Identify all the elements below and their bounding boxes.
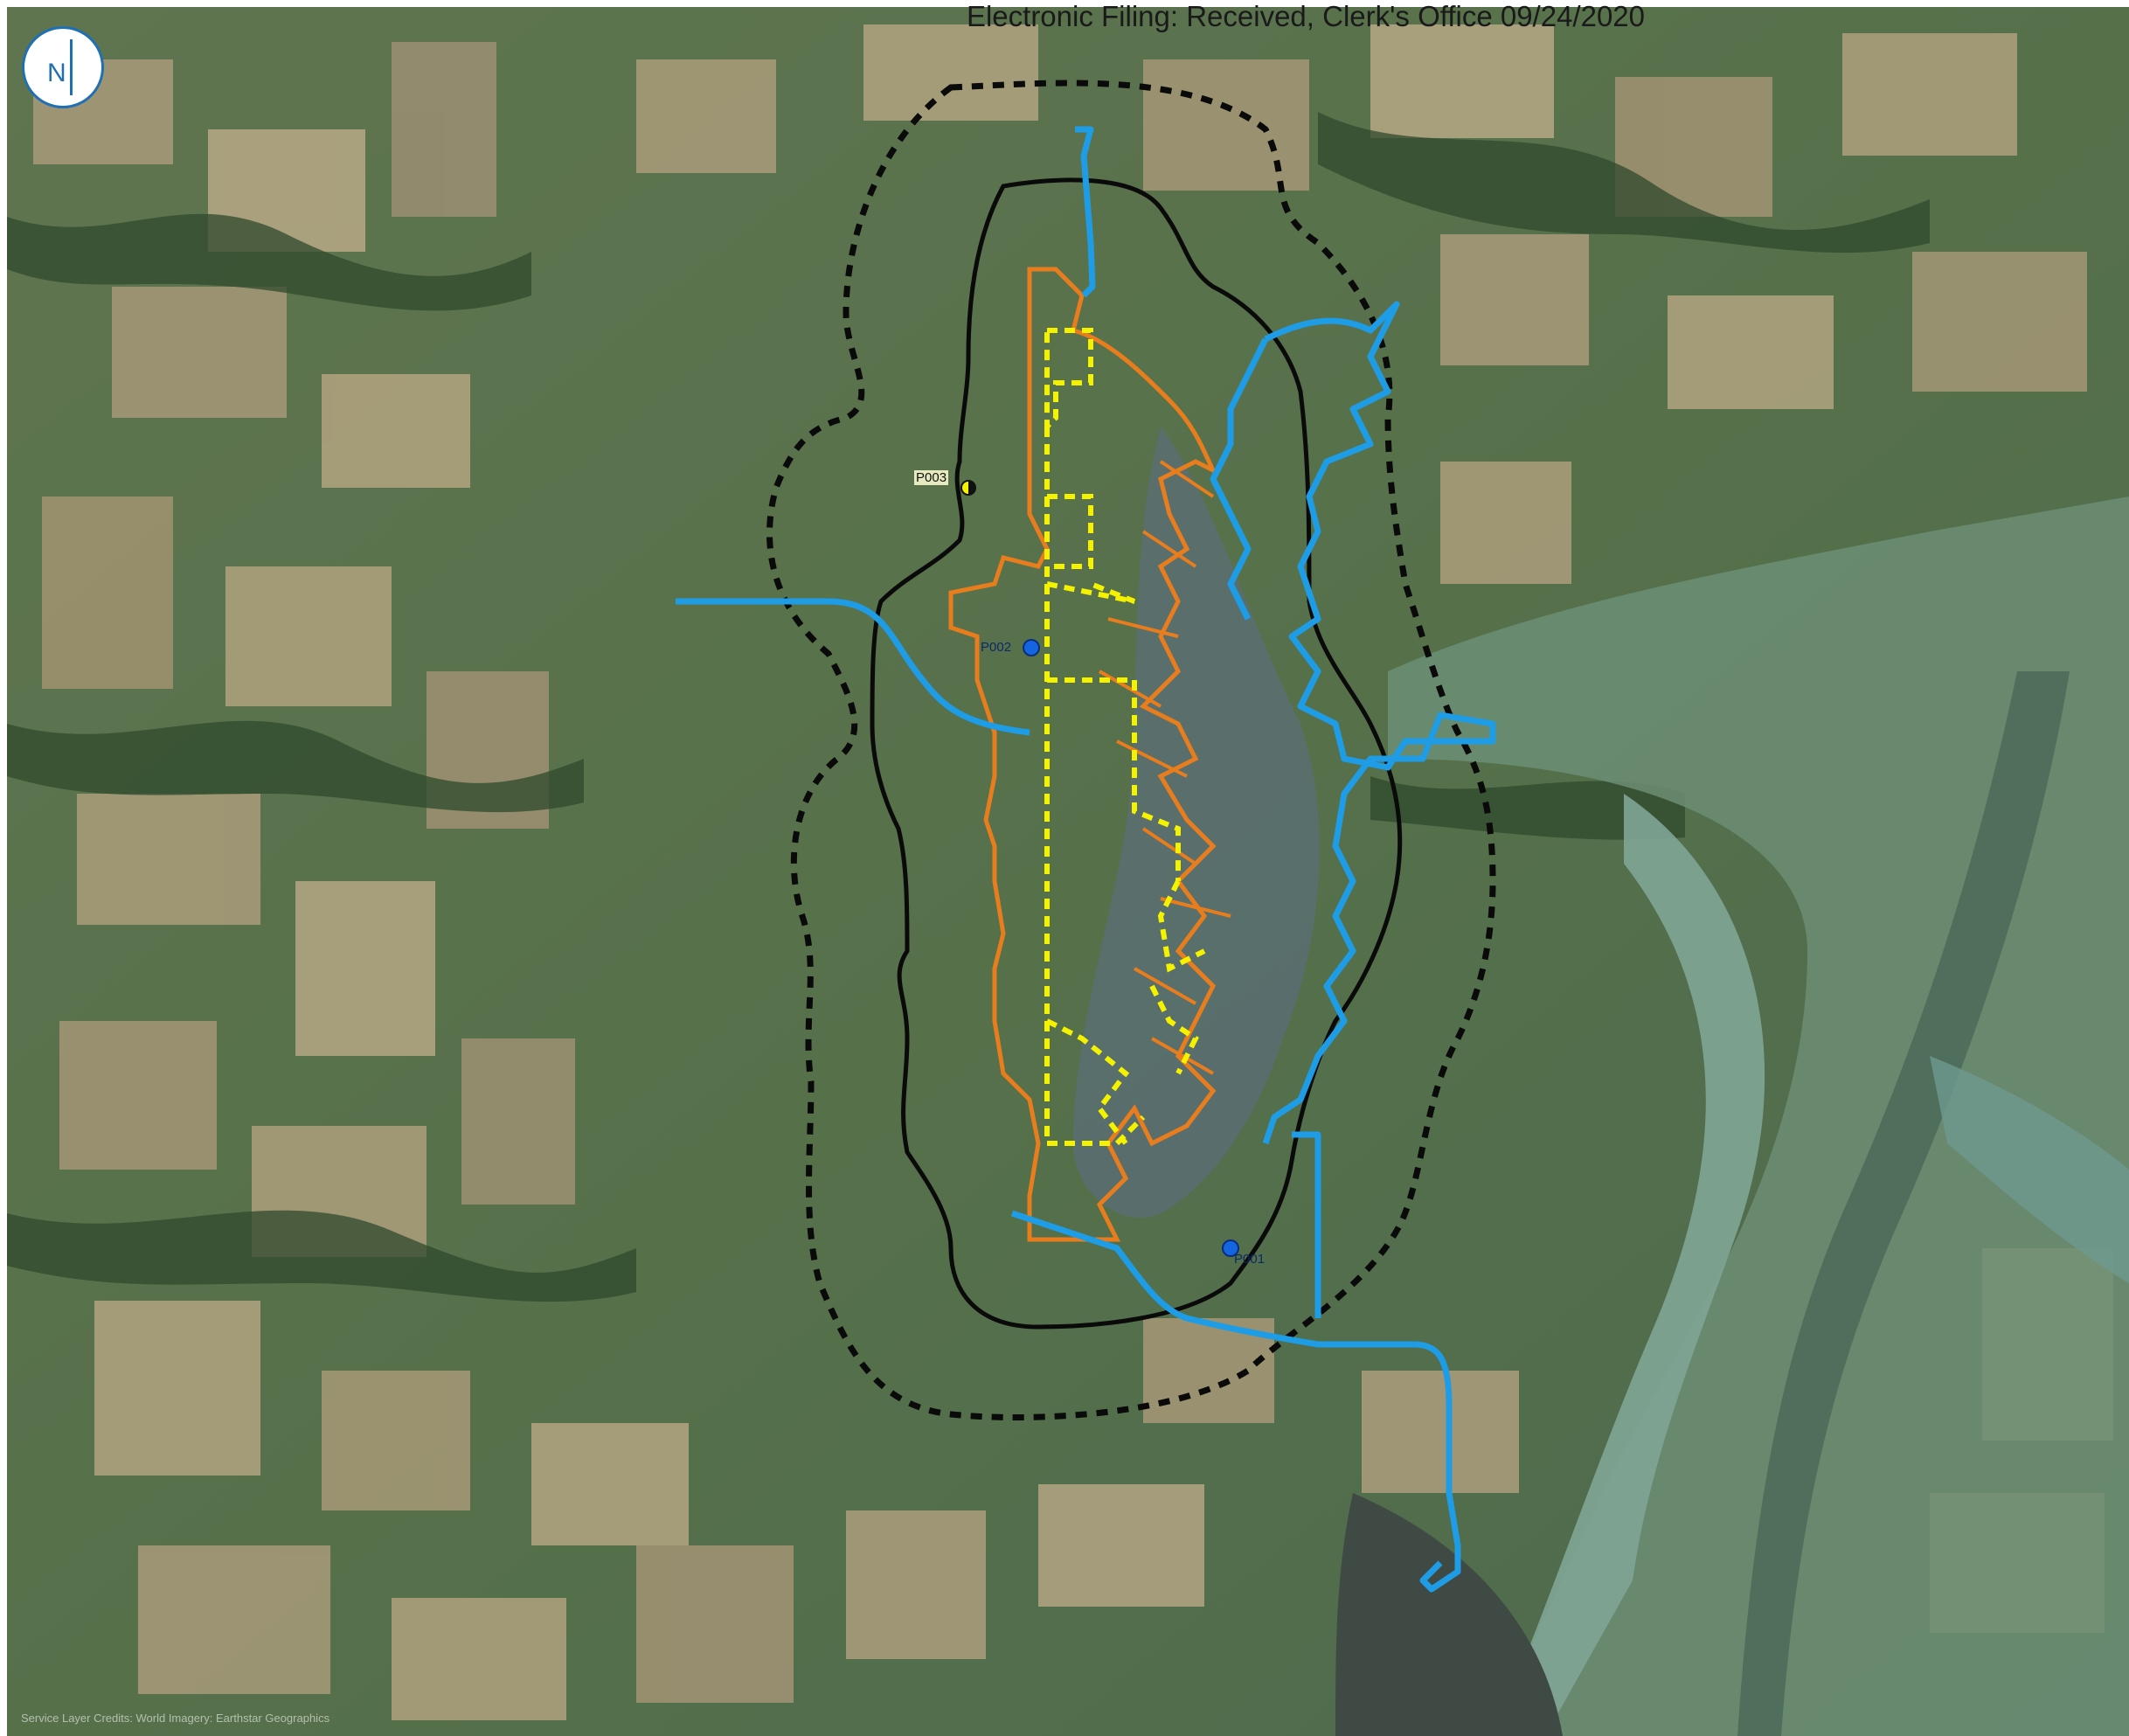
outfall-p003-label[interactable]: P003 [914,470,949,485]
outfall-p001-label[interactable]: P001 [1234,1252,1266,1267]
site-lines[interactable] [1044,328,1206,1146]
outfall-p003-marker[interactable] [960,480,976,496]
property-fingers [1099,460,1231,1075]
waterways[interactable] [676,126,1496,1593]
satellite-map[interactable] [7,7,2129,1736]
outfall-p001-marker[interactable] [1222,1240,1239,1257]
outfall-p002-label[interactable]: P002 [981,640,1012,655]
outfall-markers[interactable] [960,480,1239,1257]
wooded-areas [7,112,1930,1302]
study-area-dashed-boundary[interactable] [766,80,1496,1420]
north-needle [70,39,73,95]
lake-surface [1073,427,1320,1219]
north-letter: N [47,59,66,87]
north-arrow-icon: N [22,26,104,108]
outfall-p002-marker[interactable] [1023,639,1040,656]
map-frame [7,7,2129,1736]
facility-solid-boundary[interactable] [870,177,1403,1330]
property-line[interactable] [948,267,1218,1242]
imagery-credit: Service Layer Credits: World Imagery: Ea… [21,1712,330,1725]
river-floodplain [1335,496,2129,1736]
